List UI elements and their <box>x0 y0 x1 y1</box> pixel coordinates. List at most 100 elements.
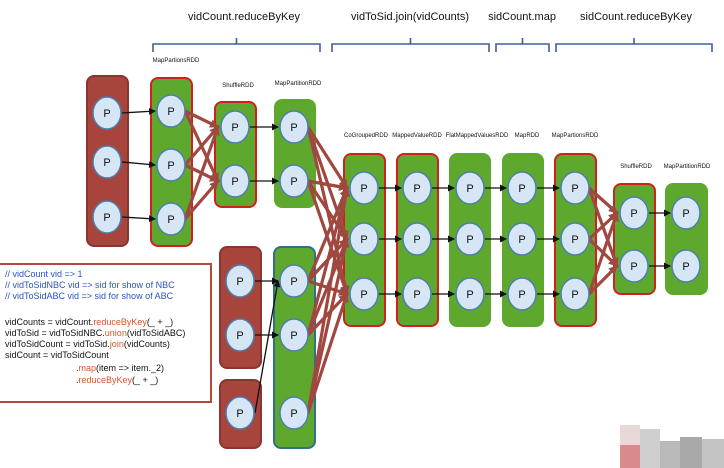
partition-node: P <box>279 164 309 198</box>
partition-label: P <box>360 183 367 195</box>
partition-label: P <box>360 234 367 246</box>
code-function: union <box>104 328 127 338</box>
partition-node: P <box>402 222 432 256</box>
shuffle-dependency-arrow <box>306 179 349 192</box>
partition-node: P <box>220 164 250 198</box>
partition-label: P <box>231 122 238 134</box>
shuffle-dependency-arrow <box>183 179 220 221</box>
partition-label: P <box>236 276 243 288</box>
code-text: (_ + _) <box>146 317 174 327</box>
partition-circle <box>220 110 250 144</box>
partition-label: P <box>290 176 297 188</box>
partition-node: P <box>507 277 537 311</box>
rdd-label: FlatMappedValuesRDD <box>446 133 509 139</box>
code-comment-vidcount: // vidCount vid => 1 <box>5 269 83 279</box>
partition-circle <box>92 96 122 130</box>
partition-circle <box>560 277 590 311</box>
code-text: (vidToSidABC) <box>126 328 186 338</box>
code-line-sidcount: sidCount = vidToSidCount <box>5 350 109 360</box>
stage-brace <box>555 38 713 52</box>
partition-circle <box>671 196 701 230</box>
partition-node: P <box>560 222 590 256</box>
partition-node: P <box>455 277 485 311</box>
partition-node: P <box>560 277 590 311</box>
shuffle-dependency-arrow <box>306 125 349 190</box>
partition-node: P <box>507 171 537 205</box>
rdd-label: MapPartitionRDD <box>664 164 711 170</box>
stage-brace <box>152 38 321 52</box>
code-function: join <box>109 339 124 349</box>
partition-label: P <box>236 408 243 420</box>
partition-circle <box>279 110 309 144</box>
rdd-label: CoGroupedRDD <box>344 133 389 139</box>
shuffle-dependency-arrow <box>306 292 349 415</box>
partition-label: P <box>630 261 637 273</box>
narrow-dependency-arrow <box>254 280 281 414</box>
partition-circle <box>671 249 701 283</box>
partition-node: P <box>156 202 186 236</box>
shuffle-dependency-arrow <box>306 237 350 415</box>
shuffle-dependency-arrow <box>306 186 350 337</box>
partition-circle <box>402 277 432 311</box>
partition-label: P <box>290 276 297 288</box>
partition-node: P <box>225 318 255 352</box>
code-line-vidcounts: vidCounts = vidCount.reduceByKey(_ + _) <box>5 317 173 328</box>
partition-node: P <box>671 249 701 283</box>
shuffle-dependency-arrow <box>183 109 220 129</box>
partition-label: P <box>682 208 689 220</box>
code-text: . <box>76 375 79 385</box>
partition-circle <box>402 171 432 205</box>
watermark-mosaic <box>620 425 724 468</box>
partition-circle <box>156 94 186 128</box>
partition-node: P <box>279 318 309 352</box>
partition-circle <box>455 277 485 311</box>
partition-node: P <box>225 264 255 298</box>
partition-circle <box>279 318 309 352</box>
partition-circle <box>156 148 186 182</box>
partition-node: P <box>92 200 122 234</box>
partition-label: P <box>103 157 110 169</box>
partition-node: P <box>349 222 379 256</box>
partition-node: P <box>220 110 250 144</box>
code-function: map <box>78 363 97 373</box>
partition-label: P <box>167 214 174 226</box>
partition-circle <box>560 171 590 205</box>
partition-node: P <box>455 222 485 256</box>
code-text: vidToSidCount = vidToSid. <box>5 339 110 349</box>
partition-node: P <box>402 171 432 205</box>
code-text: vidToSid = vidToSidNBC. <box>5 328 105 338</box>
partition-circle <box>507 277 537 311</box>
partition-node: P <box>156 94 186 128</box>
partition-circle <box>455 222 485 256</box>
code-comment-abc: // vidToSidABC vid => sid for show of AB… <box>5 291 174 301</box>
code-text: . <box>76 363 79 373</box>
narrow-dependency-arrow <box>121 107 156 115</box>
rdd-label: MapPartitionRDD <box>275 81 322 87</box>
partition-label: P <box>290 408 297 420</box>
partition-node: P <box>279 396 309 430</box>
partition-label: P <box>231 176 238 188</box>
stage-label: sidCount.reduceByKey <box>580 11 692 23</box>
code-line-vidtosid: vidToSid = vidToSidNBC.union(vidToSidABC… <box>5 328 185 339</box>
code-line-reducebykey: .reduceByKey(_ + _) <box>76 375 158 386</box>
partition-label: P <box>360 289 367 301</box>
partition-node: P <box>455 171 485 205</box>
shuffle-dependency-arrow <box>306 186 349 283</box>
partition-circle <box>225 396 255 430</box>
partition-label: P <box>413 183 420 195</box>
stage-brace <box>331 38 490 52</box>
partition-circle <box>92 145 122 179</box>
partition-node: P <box>560 171 590 205</box>
code-snippet-panel: // vidCount vid => 1 // vidToSidNBC vid … <box>0 263 212 403</box>
rdd-label: MapPartionsRDD <box>153 58 200 64</box>
shuffle-dependency-arrow <box>587 211 619 296</box>
narrow-dependency-arrow <box>121 160 156 168</box>
partition-node: P <box>279 264 309 298</box>
partition-circle <box>619 196 649 230</box>
partition-circle <box>349 277 379 311</box>
code-text: (vidCounts) <box>123 339 170 349</box>
stage-label: vidCount.reduceByKey <box>188 11 300 23</box>
partition-circle <box>225 264 255 298</box>
partition-circle <box>349 171 379 205</box>
